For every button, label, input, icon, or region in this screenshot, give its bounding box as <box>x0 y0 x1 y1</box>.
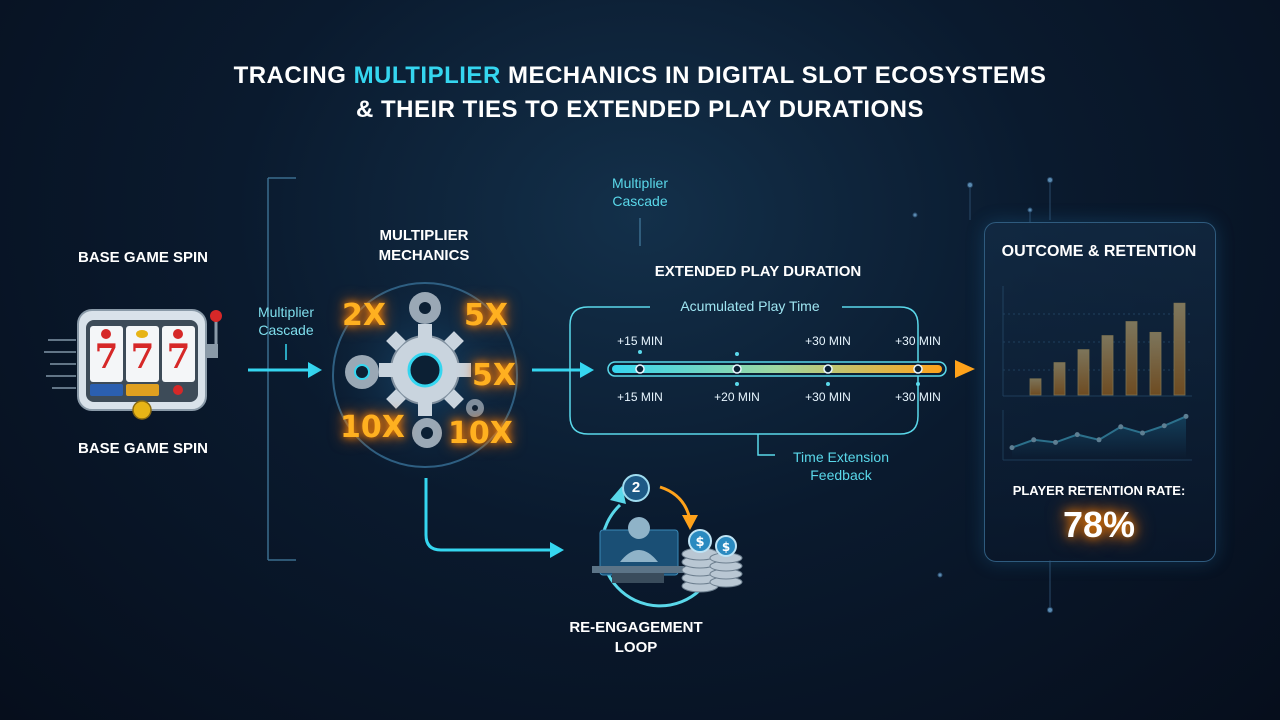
title-prefix: TRACING <box>233 62 354 89</box>
reel-3: 7 <box>166 337 191 377</box>
circuit-decoration <box>912 177 1053 613</box>
bottom-time-4: +30 MIN <box>895 390 941 404</box>
outcome-title: OUTCOME & RETENTION <box>1001 243 1197 260</box>
outcome-panel <box>984 222 1216 562</box>
reel-1: 7 <box>94 337 119 377</box>
reel-2: 7 <box>130 337 155 377</box>
svg-text:$: $ <box>722 540 730 554</box>
gear-left-icon <box>345 355 379 389</box>
loop-arc <box>600 503 702 608</box>
gear-ring <box>332 282 518 468</box>
timeline-bar <box>612 365 942 373</box>
timeline-box-label: Acumulated Play Time <box>680 298 820 314</box>
slot-machine-icon <box>44 309 222 420</box>
loop-badge-icon <box>622 474 650 502</box>
top-time-2: +30 MIN <box>805 334 851 348</box>
mechanics-label: MULTIPLIER MECHANICS <box>378 227 470 264</box>
bottom-time-3: +30 MIN <box>805 390 851 404</box>
retention-value: 78% <box>1062 504 1136 545</box>
multiplier-5x-right: 5X <box>472 358 517 393</box>
top-time-1: +15 MIN <box>617 334 663 348</box>
gear-main-icon <box>379 324 471 416</box>
base-spin-bottom-label: BASE GAME SPIN <box>77 440 209 457</box>
timeline-heading: EXTENDED PLAY DURATION <box>654 263 862 280</box>
bottom-time-2: +20 MIN <box>714 390 760 404</box>
gear-bottom-icon <box>412 418 442 448</box>
multiplier-5x-top: 5X <box>464 298 509 333</box>
loop-badge-number: 2 <box>631 479 641 496</box>
re-engagement-label: RE-ENGAGEMENT LOOP <box>569 619 703 656</box>
retention-label: PLAYER RETENTION RATE: <box>1012 483 1186 498</box>
title-suffix: MECHANICS IN DIGITAL SLOT ECOSYSTEMS <box>500 62 1047 89</box>
multiplier-10x-left: 10X <box>340 410 405 445</box>
svg-text:$: $ <box>695 535 704 550</box>
time-extension-feedback: Time Extension Feedback <box>793 449 889 483</box>
gear-small-icon <box>466 399 484 417</box>
page-title-line2: & THEIR TIES TO EXTENDED PLAY DURATIONS <box>355 96 925 123</box>
coin-stack-icon: $ $ <box>681 529 743 593</box>
arrow-to-loop <box>424 478 552 552</box>
cascade-left-label: Multiplier Cascade <box>257 304 314 338</box>
timeline-box <box>569 306 919 435</box>
page-title-line1: TRACING MULTIPLIER MECHANICS IN DIGITAL … <box>0 62 1280 90</box>
timeline-arrowhead <box>955 360 975 378</box>
base-spin-top-label: BASE GAME SPIN <box>77 249 209 266</box>
multiplier-2x: 2X <box>342 298 387 333</box>
title-highlight: MULTIPLIER <box>353 62 501 89</box>
top-time-3: +30 MIN <box>895 334 941 348</box>
gear-top-icon <box>409 292 441 324</box>
multiplier-10x-right: 10X <box>448 416 513 451</box>
player-at-desk-icon <box>592 517 684 583</box>
cascade-top-label: Multiplier Cascade <box>611 175 668 209</box>
bottom-time-1: +15 MIN <box>617 390 663 404</box>
